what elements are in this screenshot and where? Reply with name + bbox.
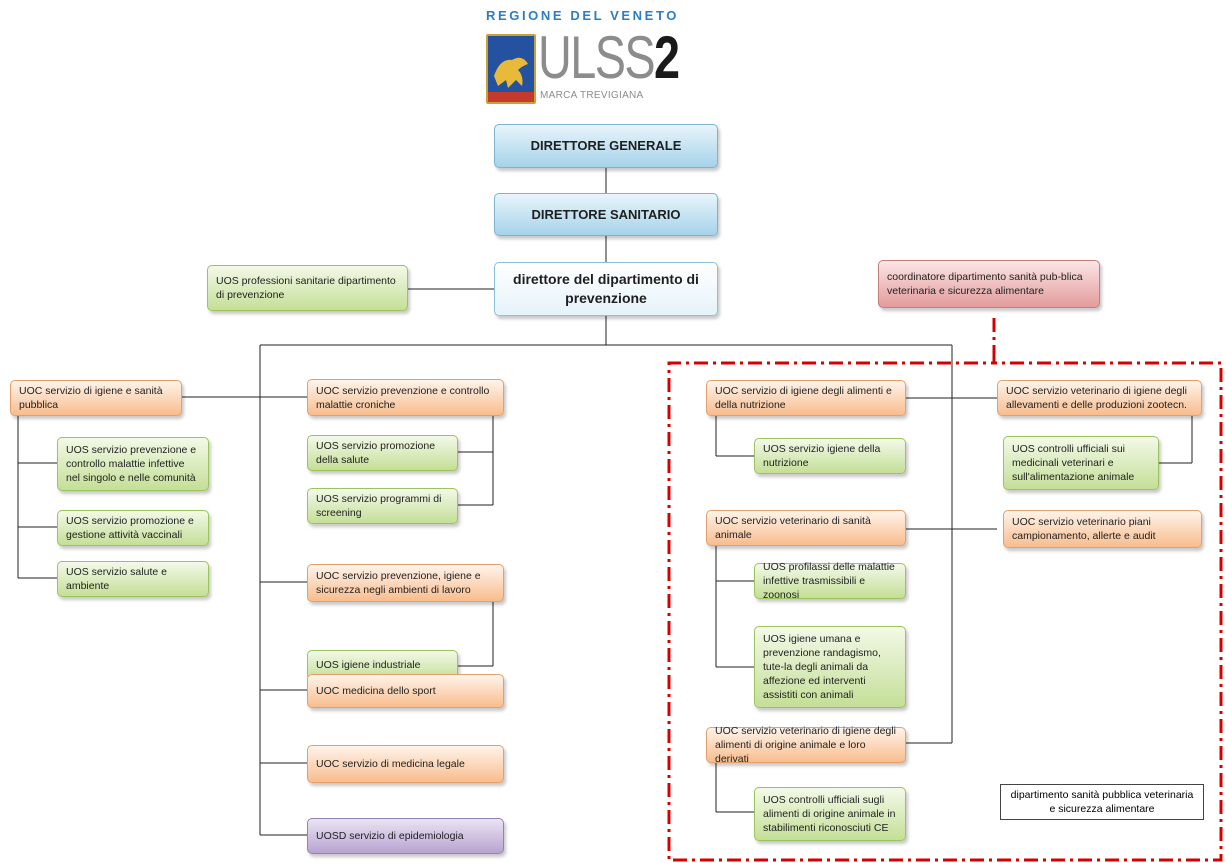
- uoc-sanita-animale-box: UOC servizio veterinario di sanità anima…: [706, 510, 906, 546]
- uosd-epidemiologia-box: UOSD servizio di epidemiologia: [307, 818, 504, 854]
- uoc-medicina-legale-box: UOC servizio di medicina legale: [307, 745, 504, 783]
- uos-programmi-screening-box: UOS servizio programmi di screening: [307, 488, 458, 524]
- uoc-medicina-sport-box: UOC medicina dello sport: [307, 674, 504, 708]
- direttore-dipartimento-box: direttore del dipartimento di prevenzion…: [494, 262, 718, 316]
- uos-igiene-umana-randagismo-box: UOS igiene umana e prevenzione randagism…: [754, 626, 906, 708]
- uoc-alimenti-origine-animale-box: UOC servizio veterinario di igiene degli…: [706, 725, 906, 765]
- lion-crest-icon: [486, 34, 536, 104]
- uos-attivita-vaccinali-box: UOS servizio promozione e gestione attiv…: [57, 510, 209, 546]
- uos-igiene-nutrizione-box: UOS servizio igiene della nutrizione: [754, 438, 906, 474]
- uos-promozione-salute-box: UOS servizio promozione della salute: [307, 435, 458, 471]
- ulss2-logo: REGIONE DEL VENETO ULSS2 MARCA TREVIGIAN…: [470, 8, 710, 106]
- uos-prevenzione-malattie-infettive-box: UOS servizio prevenzione e controllo mal…: [57, 437, 209, 491]
- region-veneto-text: REGIONE DEL VENETO: [486, 8, 679, 23]
- uos-medicinali-veterinari-box: UOS controlli ufficiali sui medicinali v…: [1003, 436, 1159, 490]
- coordinatore-dipartimento-box: coordinatore dipartimento sanità pub-bli…: [878, 260, 1100, 308]
- uos-profilassi-box: UOS profilassi delle malattie infettive …: [754, 561, 906, 601]
- uoc-igiene-sanita-pubblica-box: UOC servizio di igiene e sanità pubblica: [10, 380, 182, 416]
- direttore-sanitario-box: DIRETTORE SANITARIO: [494, 193, 718, 236]
- ulss2-wordmark: ULSS2: [538, 24, 680, 91]
- uoc-ambienti-lavoro-box: UOC servizio prevenzione, igiene e sicur…: [307, 564, 504, 602]
- uos-controlli-stabilimenti-box: UOS controlli ufficiali sugli alimenti d…: [754, 787, 906, 841]
- marca-trevigiana-text: MARCA TREVIGIANA: [540, 90, 644, 101]
- uoc-allevamenti-box: UOC servizio veterinario di igiene degli…: [997, 380, 1202, 416]
- uoc-piani-campionamento-box: UOC servizio veterinario piani campionam…: [1003, 510, 1202, 548]
- vet-department-legend: dipartimento sanità pubblica veterinaria…: [1000, 784, 1204, 820]
- uos-professioni-sanitarie-box: UOS professioni sanitarie dipartimento d…: [207, 265, 408, 311]
- uoc-malattie-croniche-box: UOC servizio prevenzione e controllo mal…: [307, 379, 504, 416]
- uoc-igiene-alimenti-box: UOC servizio di igiene degli alimenti e …: [706, 380, 906, 416]
- uos-salute-ambiente-box: UOS servizio salute e ambiente: [57, 561, 209, 597]
- direttore-generale-box: DIRETTORE GENERALE: [494, 124, 718, 168]
